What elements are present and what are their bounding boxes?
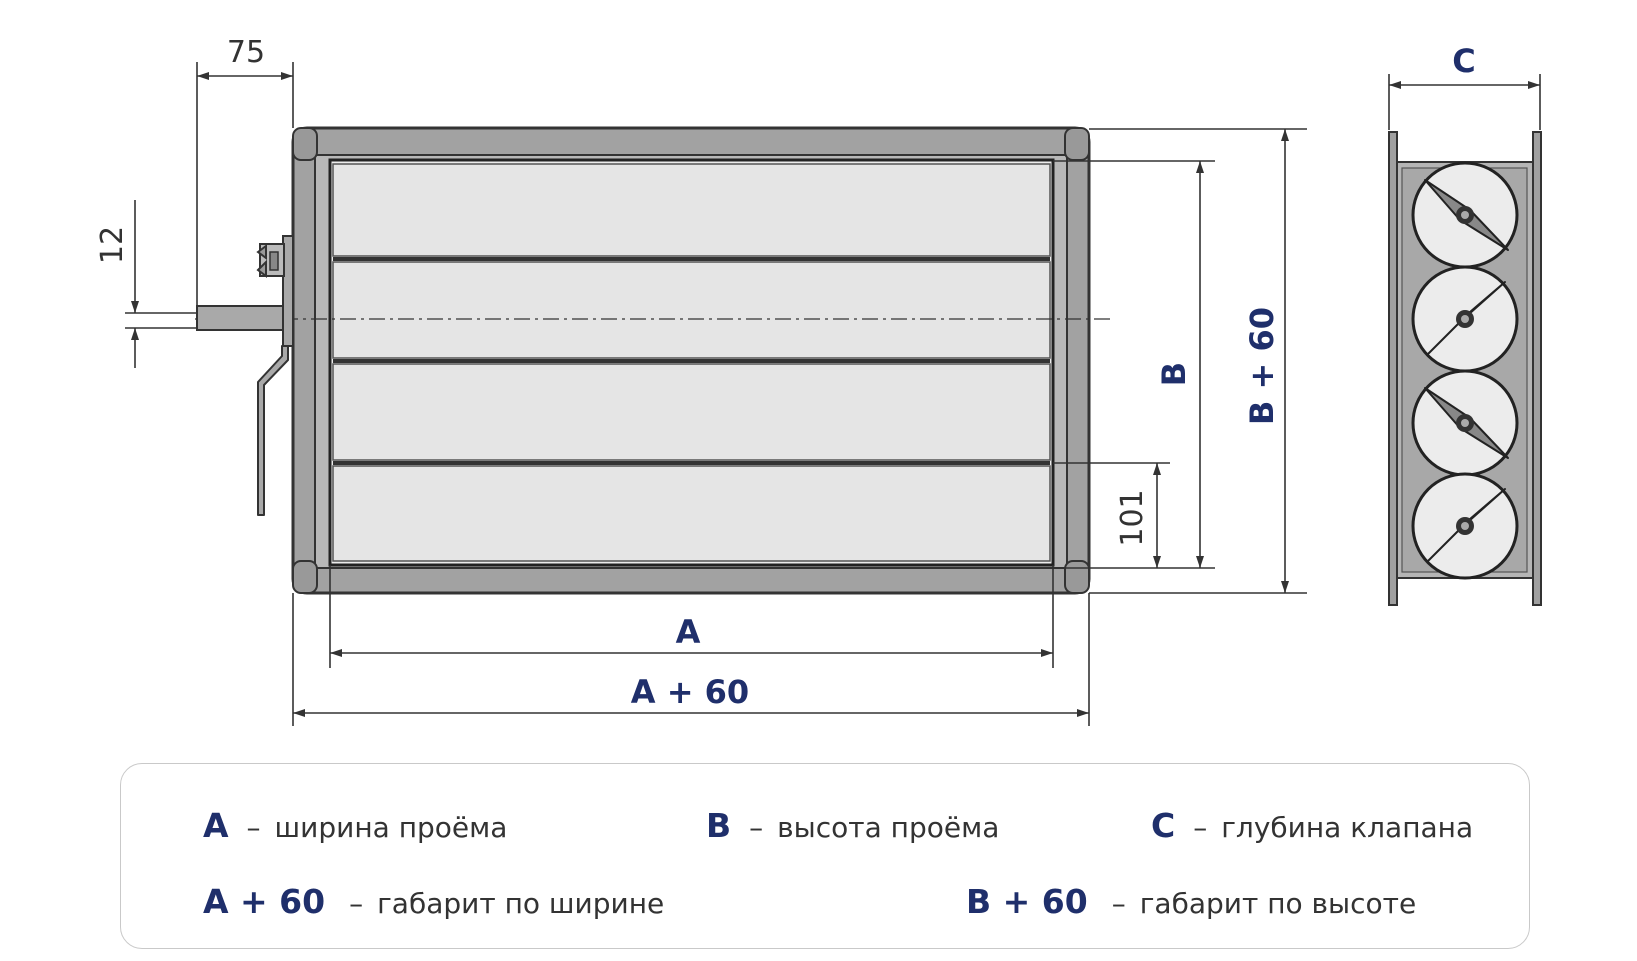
legend-item-b: B–высота проёма [706, 806, 999, 845]
legend-dash: – [246, 811, 261, 844]
wing-nut-icon [256, 243, 285, 278]
blade [332, 261, 1051, 359]
frame-corner [292, 127, 318, 161]
dim-a: A [676, 613, 701, 651]
lever-handle [257, 345, 289, 516]
legend-key: A + 60 [203, 882, 326, 921]
dim-b: B [1155, 362, 1193, 386]
blade-rotation-circle [1411, 369, 1519, 477]
blade-rotation-circle [1411, 472, 1519, 580]
dim-12: 12 [95, 226, 130, 264]
dim-b60: B + 60 [1243, 307, 1281, 425]
blade-rotation-circle [1411, 265, 1519, 373]
dim-a60: A + 60 [631, 673, 749, 711]
side-flange-left [1388, 131, 1398, 606]
drive-shaft [196, 305, 294, 331]
legend-desc: габарит по ширине [377, 887, 665, 920]
legend-key: B + 60 [966, 882, 1088, 921]
dimensions-front [125, 62, 1307, 726]
side-flange-right [1532, 131, 1542, 606]
side-view [1388, 74, 1542, 606]
frame-corner [1064, 560, 1090, 594]
legend-dash: – [349, 887, 364, 920]
legend-key: C [1151, 806, 1176, 845]
legend-desc: глубина клапана [1221, 811, 1474, 844]
blade-rotation-circle [1411, 161, 1519, 269]
legend-dash: – [1193, 811, 1208, 844]
frame-corner [1064, 127, 1090, 161]
legend-key: B [706, 806, 732, 845]
blade [332, 363, 1051, 461]
legend-desc: ширина проёма [274, 811, 508, 844]
dim-101: 101 [1115, 489, 1150, 546]
blade [332, 163, 1051, 257]
legend-item-b60: B + 60–габарит по высоте [966, 882, 1416, 921]
dim-75: 75 [227, 35, 265, 70]
legend-desc: высота проёма [777, 811, 1000, 844]
legend-dash: – [749, 811, 764, 844]
legend-item-c: C–глубина клапана [1151, 806, 1473, 845]
blade [332, 465, 1051, 562]
frame-corner [292, 560, 318, 594]
front-view [195, 126, 1110, 595]
dim-c: C [1452, 42, 1475, 80]
legend-box: A–ширина проёма B–высота проёма C–глубин… [120, 763, 1530, 949]
legend-desc: габарит по высоте [1139, 887, 1417, 920]
legend-dash: – [1111, 887, 1126, 920]
damper-drawing: 75 12 A A + 60 B B + 60 101 C [95, 35, 1542, 726]
dimension-labels: 75 12 A A + 60 B B + 60 101 C [95, 35, 1476, 711]
legend-key: A [203, 806, 229, 845]
legend-item-a60: A + 60–габарит по ширине [203, 882, 664, 921]
legend-item-a: A–ширина проёма [203, 806, 507, 845]
